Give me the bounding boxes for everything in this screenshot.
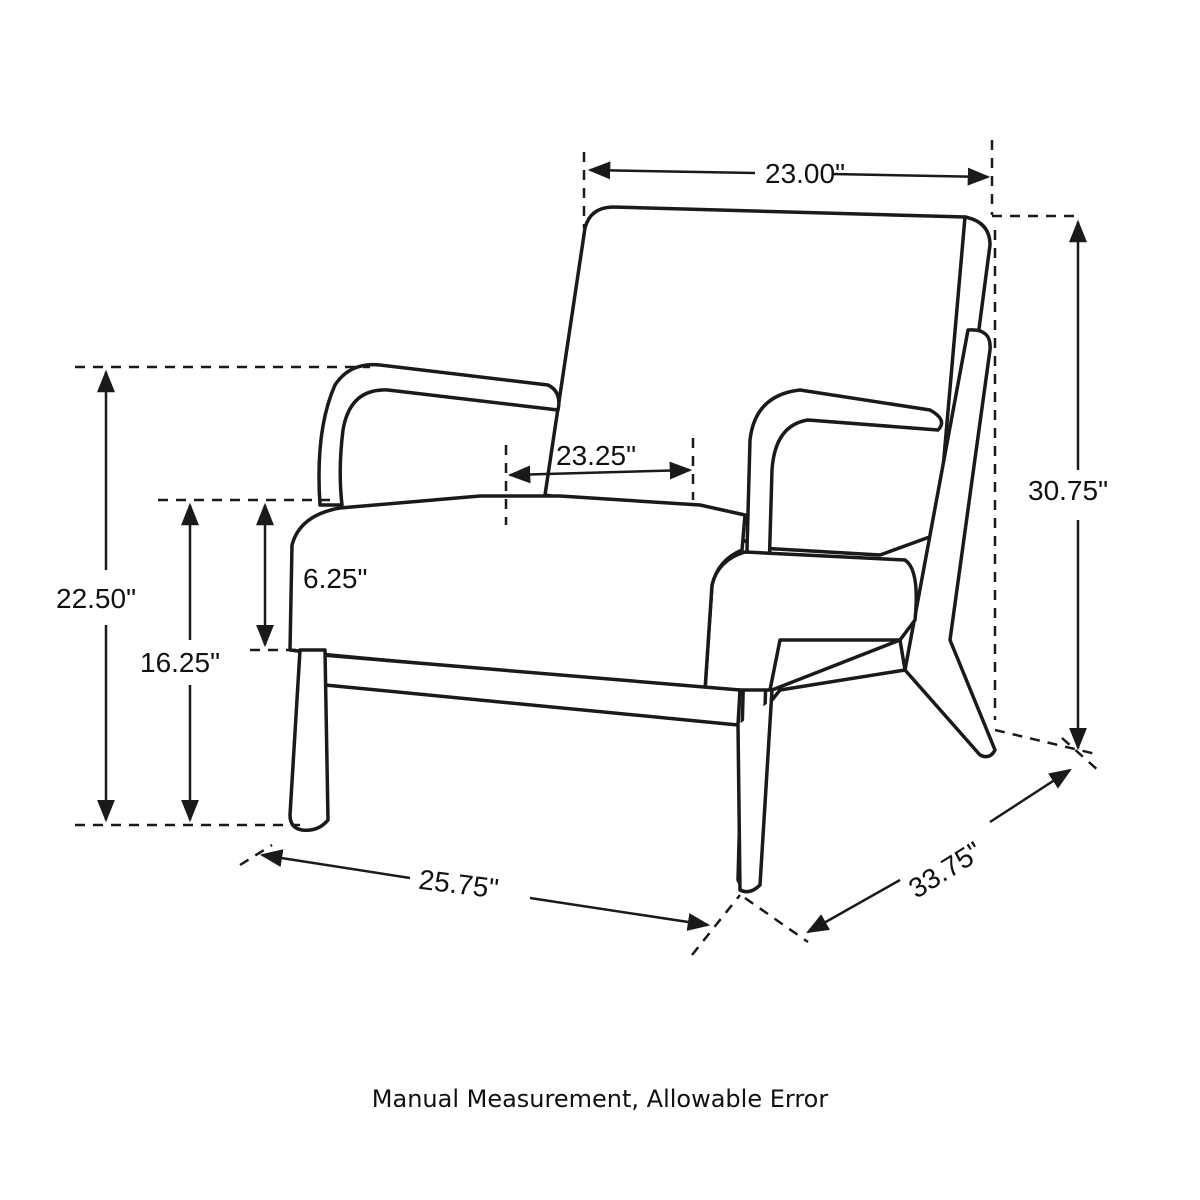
chair-outline [288,205,997,894]
front-width-label: 25.75" [417,864,500,905]
seat-width-label: 23.25" [556,440,636,471]
back-height-label: 30.75" [1028,475,1108,506]
rear-post [903,328,997,759]
dimension-lines [75,140,1101,956]
front-left-leg [288,648,330,833]
front-seat-cushion [288,494,747,692]
seat-height-label: 16.25" [140,647,220,678]
cushion-thickness-label: 6.25" [303,563,367,594]
top-width-label: 23.00" [765,158,845,189]
depth-label: 33.75" [903,836,987,905]
right-leg-lower [736,638,907,894]
arm-height-label: 22.50" [56,583,136,614]
left-arm [317,362,561,507]
caption: Manual Measurement, Allowable Error [371,1085,829,1113]
